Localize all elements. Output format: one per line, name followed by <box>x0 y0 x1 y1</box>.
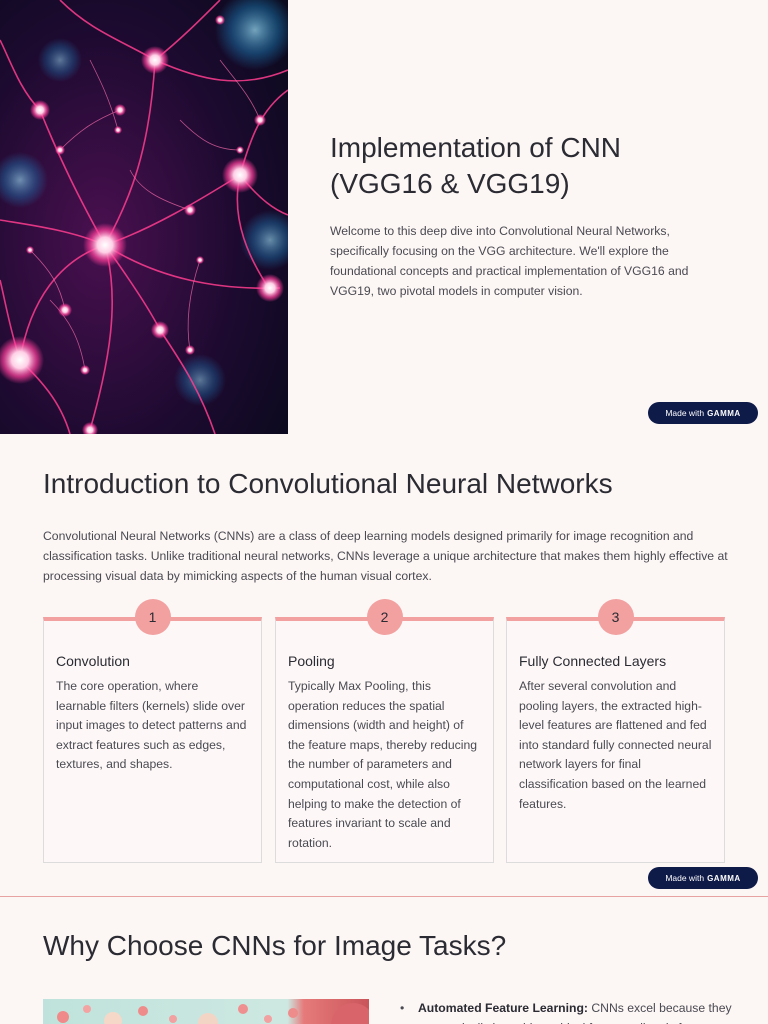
page-title: Implementation of CNN (VGG16 & VGG19) <box>330 130 750 202</box>
bullet-body: CNNs excel because they automatically le… <box>418 1001 732 1024</box>
step-number-badge: 2 <box>366 599 403 635</box>
title-line-2: (VGG16 & VGG19) <box>330 168 570 199</box>
made-with-gamma-badge[interactable]: Made with GAMMA <box>648 402 758 424</box>
card-pooling: 2 Pooling Typically Max Pooling, this op… <box>275 599 494 863</box>
badge-prefix: Made with <box>665 873 705 883</box>
card-body: The core operation, where learnable filt… <box>56 679 247 772</box>
made-with-gamma-badge[interactable]: Made with GAMMA <box>648 867 758 889</box>
section-intro: Convolutional Neural Networks (CNNs) are… <box>43 529 728 583</box>
gamma-logo: GAMMA <box>707 408 741 418</box>
intro-paragraph: Welcome to this deep dive into Convoluti… <box>330 224 689 298</box>
neuron-network-image <box>0 0 288 434</box>
bullet-marker: • <box>400 1001 405 1015</box>
step-number-badge: 3 <box>597 599 634 635</box>
section-title: Introduction to Convolutional Neural Net… <box>43 468 613 499</box>
gamma-logo: GAMMA <box>707 873 741 883</box>
card-body: After several convolution and pooling la… <box>519 679 712 811</box>
title-slide: Implementation of CNN (VGG16 & VGG19) We… <box>0 0 768 434</box>
intro-cnn-slide: Introduction to Convolutional Neural Net… <box>0 434 768 897</box>
cells-image <box>43 999 369 1024</box>
card-body: Typically Max Pooling, this operation re… <box>288 679 478 850</box>
bullet-heading: Automated Feature Learning: <box>418 1001 588 1015</box>
card-fully-connected: 3 Fully Connected Layers After several c… <box>506 599 725 863</box>
title-line-1: Implementation of CNN <box>330 132 622 163</box>
card-title: Fully Connected Layers <box>519 653 667 669</box>
step-number-badge: 1 <box>134 599 171 635</box>
bullet-text: Automated Feature Learning: CNNs excel b… <box>418 998 738 1024</box>
card-title: Pooling <box>288 653 335 669</box>
badge-prefix: Made with <box>665 408 705 418</box>
card-title: Convolution <box>56 653 130 669</box>
card-convolution: 1 Convolution The core operation, where … <box>43 599 262 863</box>
why-cnn-slide: Why Choose CNNs for Image Tasks? <box>0 898 768 1024</box>
section-title: Why Choose CNNs for Image Tasks? <box>43 930 507 961</box>
